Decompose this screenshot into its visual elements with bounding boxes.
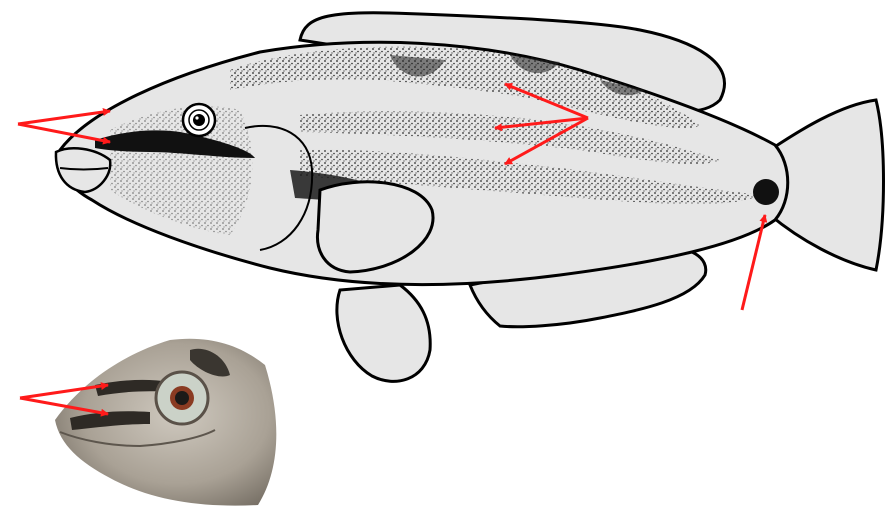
fish-head-photo	[55, 339, 276, 506]
pelvic-fin	[337, 285, 430, 381]
caudal-spot	[753, 179, 779, 205]
